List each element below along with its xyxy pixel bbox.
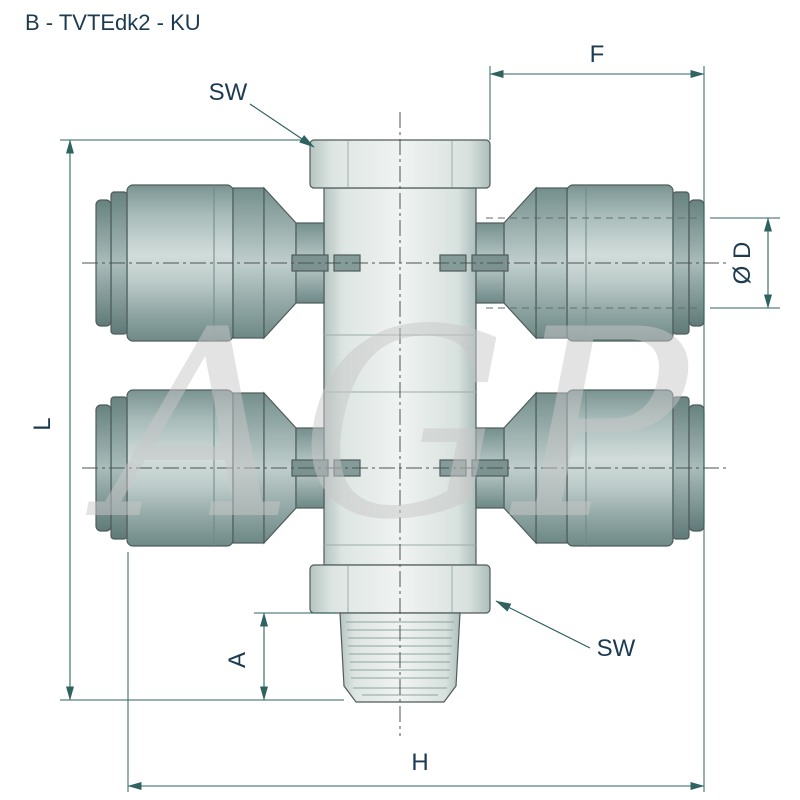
- dimension-diameter: Ø D: [710, 217, 780, 309]
- dimension-h: H: [127, 552, 705, 792]
- dimension-a-label: A: [224, 652, 251, 668]
- watermark-text: AGP: [85, 275, 694, 577]
- dimension-l: L: [29, 139, 344, 701]
- callout-sw-top: SW: [209, 79, 315, 148]
- dimensions: F L A H Ø D: [29, 41, 780, 792]
- callout-sw-bottom: SW: [495, 600, 636, 662]
- hidden-bore-lines: [486, 217, 702, 309]
- dimension-l-label: L: [29, 417, 56, 430]
- dimension-h-label: H: [411, 749, 428, 776]
- dimension-a: A: [224, 612, 336, 701]
- dimension-f: F: [489, 41, 705, 792]
- sw-bottom-label: SW: [597, 635, 636, 662]
- dimension-diameter-label: Ø D: [729, 242, 756, 285]
- centerlines: [82, 112, 726, 736]
- page-title: B - TVTEdk2 - KU: [25, 10, 201, 35]
- dimension-f-label: F: [590, 41, 605, 68]
- sw-top-label: SW: [209, 79, 248, 106]
